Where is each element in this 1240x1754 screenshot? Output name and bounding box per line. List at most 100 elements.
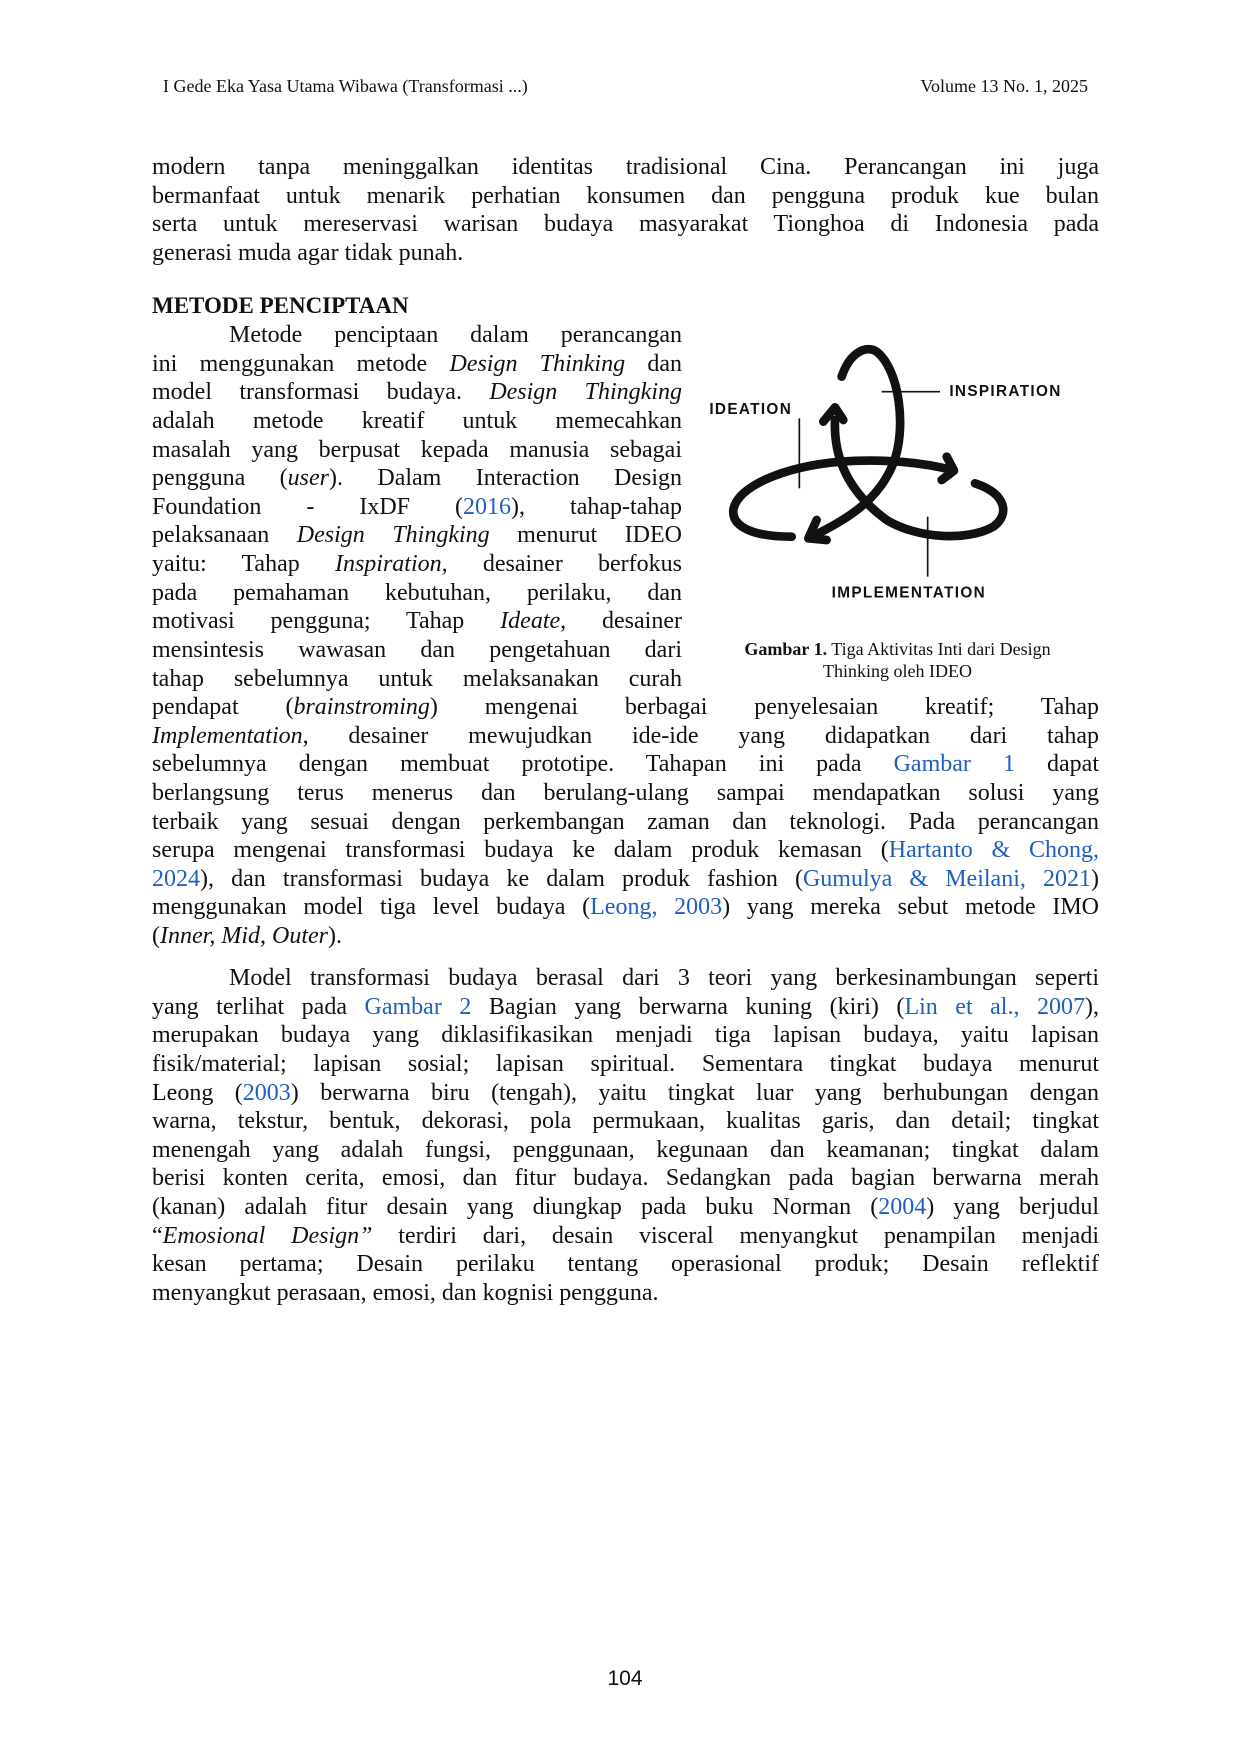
text-span: ) yang berjudul bbox=[926, 1194, 1099, 1221]
text-line: merupakan budaya yang diklasifikasikan m… bbox=[152, 1021, 1099, 1050]
text-line: pada pemahaman kebutuhan, perilaku, dan bbox=[152, 579, 682, 608]
text-span: pada pemahaman kebutuhan, perilaku, dan bbox=[152, 579, 682, 606]
italic-text: Design Thinking bbox=[449, 350, 626, 377]
text-line: generasi muda agar tidak punah. bbox=[152, 239, 1099, 268]
italic-text: Inner, Mid, Outer bbox=[160, 923, 328, 950]
text-span: ( bbox=[152, 923, 160, 950]
text-line: mensintesis wawasan dan pengetahuan dari bbox=[152, 636, 682, 665]
text-span: Model transformasi budaya berasal dari 3… bbox=[229, 965, 1099, 991]
italic-text: Inspiration, bbox=[334, 551, 448, 578]
text-line: menengah yang adalah fungsi, penggunaan,… bbox=[152, 1136, 1099, 1165]
text-span: terdiri dari, desain visceral menyangkut… bbox=[372, 1222, 1099, 1249]
text-span: Foundation - IxDF ( bbox=[152, 493, 464, 520]
text-span: Bagian yang berwarna kuning (kiri) ( bbox=[471, 993, 905, 1020]
text-line: (Inner, Mid, Outer). bbox=[152, 922, 1099, 951]
italic-text: user bbox=[287, 465, 330, 492]
text-span: ) berwarna biru (tengah), yaitu tingkat … bbox=[290, 1079, 1099, 1106]
text-span: dan bbox=[625, 350, 682, 377]
text-span: menyangkut perasaan, emosi, dan kognisi … bbox=[152, 1280, 659, 1307]
arrowhead-left-icon bbox=[804, 515, 831, 545]
caption-text-2: Thinking oleh IDEO bbox=[823, 661, 972, 681]
text-line: pengguna (user). Dalam Interaction Desig… bbox=[152, 464, 682, 493]
citation-link[interactable]: Gambar 2 bbox=[364, 993, 472, 1020]
citation-link[interactable]: 2024 bbox=[152, 865, 200, 892]
text-span: ) mengenai berbagai penyelesaian kreatif… bbox=[429, 694, 1099, 720]
text-span: Metode penciptaan dalam perancangan bbox=[229, 322, 682, 348]
text-span: serupa mengenai transformasi budaya ke d… bbox=[152, 837, 889, 864]
text-span: menurut IDEO bbox=[489, 522, 682, 549]
text-line: pelaksanaan Design Thingking menurut IDE… bbox=[152, 521, 682, 550]
text-line: adalah metode kreatif untuk memecahkan bbox=[152, 407, 682, 436]
text-span: kesan pertama; Desain perilaku tentang o… bbox=[152, 1251, 1099, 1278]
italic-text: brainstroming bbox=[293, 694, 430, 720]
citation-link[interactable]: Leong, 2003 bbox=[590, 894, 723, 921]
text-span: generasi muda agar tidak punah. bbox=[152, 239, 464, 266]
text-line: kesan pertama; Desain perilaku tentang o… bbox=[152, 1250, 1099, 1279]
label-implementation: IMPLEMENTATION bbox=[832, 584, 986, 601]
italic-text: Implementation bbox=[152, 722, 303, 749]
text-span: ) bbox=[1091, 865, 1100, 892]
citation-link[interactable]: Lin et al., 2007 bbox=[904, 993, 1085, 1020]
citation-link[interactable]: Gambar 1 bbox=[893, 751, 1015, 778]
text-span: pelaksanaan bbox=[152, 522, 297, 549]
citation-link[interactable]: Hartanto & Chong, bbox=[888, 837, 1100, 864]
text-span: pengguna ( bbox=[152, 465, 288, 492]
text-span: modern tanpa meninggalkan identitas trad… bbox=[152, 154, 1099, 180]
text-span: ), tahap-tahap bbox=[511, 493, 682, 520]
text-span: pendapat ( bbox=[152, 694, 294, 720]
citation-link[interactable]: 2016 bbox=[463, 493, 512, 520]
text-span: berisi konten cerita, emosi, dan fitur b… bbox=[152, 1165, 1099, 1192]
text-line: motivasi pengguna; Tahap Ideate, desaine… bbox=[152, 607, 682, 636]
arrowhead-up-icon bbox=[819, 403, 848, 426]
section-heading: METODE PENCIPTAAN bbox=[152, 293, 409, 318]
text-line: yang terlihat pada Gambar 2 Bagian yang … bbox=[152, 993, 1099, 1022]
text-line: modern tanpa meninggalkan identitas trad… bbox=[152, 153, 1099, 182]
text-span: adalah metode kreatif untuk memecahkan bbox=[152, 407, 682, 434]
text-line: pendapat (brainstroming) mengenai berbag… bbox=[152, 693, 1099, 722]
text-line: berlangsung terus menerus dan berulang-u… bbox=[152, 779, 1099, 808]
figure-caption: Gambar 1. Tiga Aktivitas Inti dari Desig… bbox=[705, 638, 1090, 682]
text-span: merupakan budaya yang diklasifikasikan m… bbox=[152, 1022, 1099, 1049]
text-span: menggunakan model tiga level budaya ( bbox=[152, 894, 591, 921]
text-span: terbaik yang sesuai dengan perkembangan … bbox=[152, 808, 1099, 835]
text-span: serta untuk mereservasi warisan budaya m… bbox=[152, 211, 1099, 238]
text-line: fisik/material; lapisan sosial; lapisan … bbox=[152, 1050, 1099, 1079]
text-line: bermanfaat untuk menarik perhatian konsu… bbox=[152, 182, 1099, 211]
text-line: Metode penciptaan dalam perancangan bbox=[152, 321, 682, 350]
text-span: (kanan) adalah fitur desain yang diungka… bbox=[152, 1194, 879, 1221]
paragraph-method-continued: pendapat (brainstroming) mengenai berbag… bbox=[152, 693, 1099, 951]
text-line: yaitu: Tahap Inspiration, desainer berfo… bbox=[152, 550, 682, 579]
paragraph-intro: modern tanpa meninggalkan identitas trad… bbox=[152, 153, 1099, 268]
text-line: 2024), dan transformasi budaya ke dalam … bbox=[152, 865, 1099, 894]
text-span: berlangsung terus menerus dan berulang-u… bbox=[152, 779, 1099, 806]
text-span: ). Dalam Interaction Design bbox=[329, 465, 683, 492]
text-span: warna, tekstur, bentuk, dekorasi, pola p… bbox=[152, 1108, 1099, 1135]
text-span: sebelumnya dengan membuat prototipe. Tah… bbox=[152, 751, 894, 778]
citation-link[interactable]: 2004 bbox=[878, 1194, 927, 1221]
text-span: bermanfaat untuk menarik perhatian konsu… bbox=[152, 182, 1099, 209]
page-number: 104 bbox=[607, 1667, 643, 1690]
caption-text-1: Tiga Aktivitas Inti dari Design bbox=[827, 639, 1051, 659]
paragraph-cultural-model: Model transformasi budaya berasal dari 3… bbox=[152, 964, 1099, 1308]
text-span: , desainer bbox=[560, 608, 682, 635]
text-span: tahap sebelumnya untuk melaksanakan cura… bbox=[152, 665, 682, 692]
text-span: model transformasi budaya. bbox=[152, 379, 490, 406]
citation-link[interactable]: Gumulya & Meilani, 2021 bbox=[802, 865, 1092, 892]
italic-text: Design Thingking bbox=[296, 522, 490, 549]
inspiration-loop bbox=[807, 344, 905, 541]
text-line: serupa mengenai transformasi budaya ke d… bbox=[152, 836, 1099, 865]
text-line: terbaik yang sesuai dengan perkembangan … bbox=[152, 808, 1099, 837]
text-line: (kanan) adalah fitur desain yang diungka… bbox=[152, 1193, 1099, 1222]
caption-label: Gambar 1. bbox=[744, 639, 828, 659]
text-span: menengah yang adalah fungsi, penggunaan,… bbox=[152, 1136, 1099, 1163]
text-span: desainer berfokus bbox=[447, 551, 683, 578]
text-line: Leong (2003) berwarna biru (tengah), yai… bbox=[152, 1079, 1099, 1108]
italic-text: Design Thingking bbox=[489, 379, 682, 406]
text-span: ini menggunakan metode bbox=[152, 350, 450, 377]
text-line: sebelumnya dengan membuat prototipe. Tah… bbox=[152, 750, 1099, 779]
citation-link[interactable]: 2003 bbox=[242, 1079, 291, 1106]
arrowhead-right-icon bbox=[937, 452, 959, 485]
design-thinking-figure: IDEATION INSPIRATION IMPLEMENTATION bbox=[709, 344, 1060, 601]
text-line: Implementation, desainer mewujudkan ide-… bbox=[152, 722, 1099, 751]
